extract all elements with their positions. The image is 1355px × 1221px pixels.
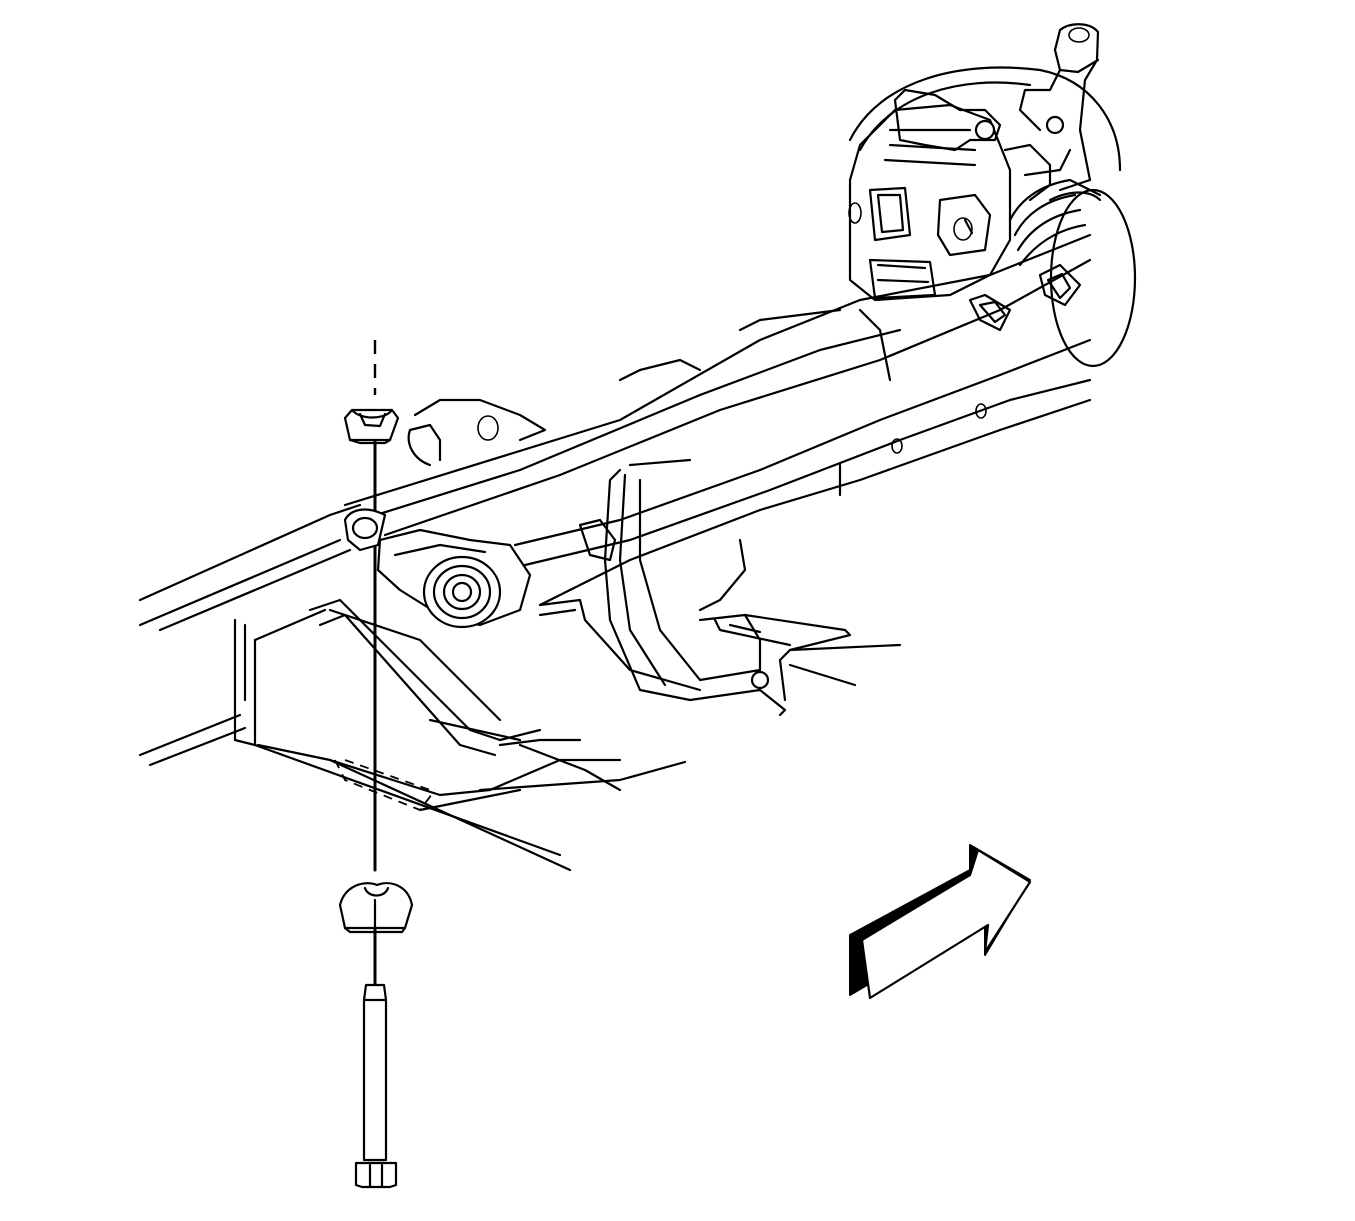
upper-insulator xyxy=(343,408,400,445)
frame-bracket xyxy=(538,458,902,717)
lower-control-arm xyxy=(343,233,1092,607)
seated-insulator xyxy=(343,508,387,552)
link-bolt xyxy=(354,983,398,1189)
front-arrow-icon xyxy=(849,844,1032,1000)
steering-knuckle xyxy=(1008,23,1102,267)
bracket-nut xyxy=(750,670,770,690)
lower-insulator xyxy=(338,882,414,934)
frame-crossmember xyxy=(138,503,687,872)
brake-caliper xyxy=(848,88,1065,302)
control-arm-bushing xyxy=(376,528,532,629)
